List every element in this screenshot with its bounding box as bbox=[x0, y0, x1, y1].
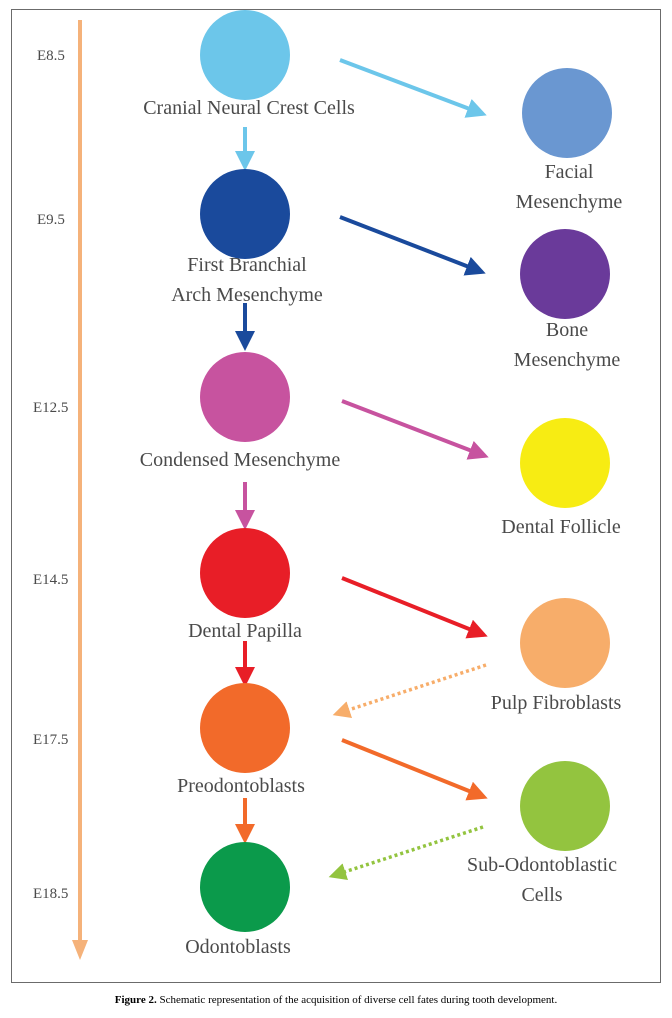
node-follicle: Dental Follicle bbox=[501, 418, 621, 538]
node-label-follicle-0: Dental Follicle bbox=[501, 516, 621, 538]
node-pulp: Pulp Fibroblasts bbox=[491, 598, 622, 714]
node-circle-preodonto bbox=[200, 683, 290, 773]
node-label-facial-0: Facial bbox=[545, 161, 594, 183]
figure-caption: Figure 2. Schematic representation of th… bbox=[0, 994, 672, 1006]
node-circle-subodonto bbox=[520, 761, 610, 851]
node-circle-follicle bbox=[520, 418, 610, 508]
arrow-condensed-4 bbox=[341, 399, 489, 460]
timeline: E8.5 E9.5 E12.5 E14.5 E17.5 E18.5 bbox=[33, 20, 88, 960]
timeline-arrowhead bbox=[72, 940, 88, 960]
dashed-arrow-subodonto-11 bbox=[328, 825, 484, 881]
stage-label-e9-5: E9.5 bbox=[37, 212, 65, 228]
arrow-preodonto-8 bbox=[341, 738, 488, 801]
node-preodonto: Preodontoblasts bbox=[177, 683, 305, 797]
node-label-condensed-0: Condensed Mesenchyme bbox=[140, 449, 341, 471]
node-label-bone-1: Mesenchyme bbox=[514, 349, 621, 371]
node-condensed: Condensed Mesenchyme bbox=[140, 352, 341, 471]
node-label-pulp-0: Pulp Fibroblasts bbox=[491, 692, 622, 714]
caption-label: Figure 2. bbox=[114, 994, 157, 1006]
node-label-cncc-0: Cranial Neural Crest Cells bbox=[143, 97, 355, 119]
node-label-bone-0: Bone bbox=[546, 319, 588, 341]
node-label-preodonto-0: Preodontoblasts bbox=[177, 775, 305, 797]
node-label-branchial-1: Arch Mesenchyme bbox=[171, 284, 323, 306]
node-label-odonto-0: Odontoblasts bbox=[185, 936, 291, 958]
node-circle-facial bbox=[522, 68, 612, 158]
node-odonto: Odontoblasts bbox=[185, 842, 291, 958]
node-circle-odonto bbox=[200, 842, 290, 932]
node-circle-branchial bbox=[200, 169, 290, 259]
node-circle-papilla bbox=[200, 528, 290, 618]
node-label-subodonto-1: Cells bbox=[521, 884, 562, 906]
node-papilla: Dental Papilla bbox=[188, 528, 302, 642]
node-label-subodonto-0: Sub-Odontoblastic bbox=[467, 854, 617, 876]
stage-label-e12-5: E12.5 bbox=[33, 400, 68, 416]
node-circle-condensed bbox=[200, 352, 290, 442]
node-circle-cncc bbox=[200, 10, 290, 100]
stage-label-e14-5: E14.5 bbox=[33, 572, 68, 588]
stage-label-e17-5: E17.5 bbox=[33, 732, 68, 748]
caption-text: Schematic representation of the acquisit… bbox=[156, 994, 558, 1006]
stage-label-e8-5: E8.5 bbox=[37, 48, 65, 64]
node-circle-pulp bbox=[520, 598, 610, 688]
arrow-cncc-0 bbox=[339, 58, 487, 118]
arrow-papilla-6 bbox=[341, 576, 488, 639]
node-label-branchial-0: First Branchial bbox=[187, 254, 307, 276]
stage-label-e18-5: E18.5 bbox=[33, 886, 68, 902]
dashed-arrow-pulp-10 bbox=[332, 663, 487, 718]
node-circle-bone bbox=[520, 229, 610, 319]
node-label-papilla-0: Dental Papilla bbox=[188, 620, 302, 642]
node-cncc: Cranial Neural Crest Cells bbox=[143, 10, 355, 119]
arrows bbox=[235, 58, 489, 881]
arrow-branchial-2 bbox=[339, 215, 486, 276]
node-label-facial-1: Mesenchyme bbox=[516, 191, 623, 213]
